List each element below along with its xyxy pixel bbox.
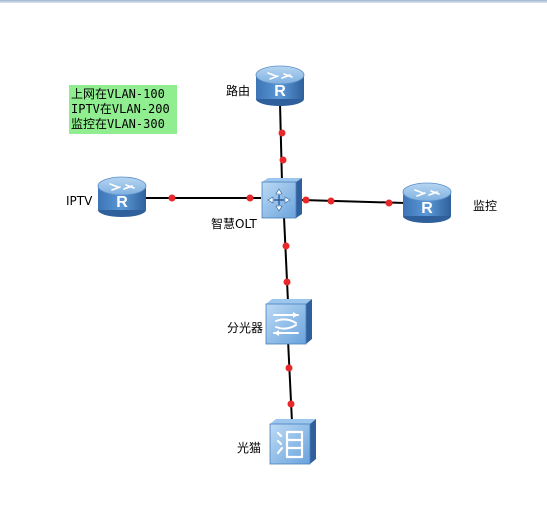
router-icon: R — [97, 176, 147, 217]
port-dot — [278, 129, 286, 137]
note-line: IPTV在VLAN-200 — [71, 102, 170, 116]
port-dot — [385, 199, 393, 207]
olt-switch[interactable] — [261, 178, 302, 219]
svg-text:R: R — [116, 194, 128, 211]
router-icon: R — [255, 65, 305, 106]
router-monitor-label: 监控 — [473, 199, 498, 213]
router-top-label: 路由 — [226, 84, 251, 98]
port-dot — [279, 156, 287, 164]
port-dot — [327, 197, 335, 205]
port-dot — [283, 278, 291, 286]
splitter[interactable] — [265, 299, 312, 345]
onu-label: 光猫 — [237, 441, 262, 455]
port-dot — [287, 400, 295, 408]
router-iptv[interactable]: R — [97, 176, 147, 217]
port-dot — [168, 194, 176, 202]
port-dot — [302, 196, 310, 204]
onu-modem[interactable] — [269, 419, 316, 465]
port-markers — [168, 129, 393, 408]
splitter-icon — [265, 299, 312, 345]
router-monitor[interactable]: R — [402, 182, 452, 223]
port-dot — [282, 242, 290, 250]
olt-label: 智慧OLT — [211, 217, 257, 231]
window-top-border — [0, 0, 547, 3]
router-top[interactable]: R — [255, 65, 305, 106]
port-dot — [246, 194, 254, 202]
router-icon: R — [402, 182, 452, 223]
switch-icon — [261, 178, 302, 219]
note-line: 上网在VLAN-100 — [71, 87, 165, 101]
links — [145, 102, 406, 423]
router-iptv-label: IPTV — [66, 194, 93, 208]
splitter-label: 分光器 — [227, 321, 264, 335]
onu-icon — [269, 419, 316, 465]
svg-text:R: R — [274, 83, 286, 100]
link-splitter-onu[interactable] — [287, 339, 293, 423]
svg-text:R: R — [421, 200, 433, 217]
port-dot — [285, 364, 293, 372]
vlan-note: 上网在VLAN-100 IPTV在VLAN-200 监控在VLAN-300 — [69, 85, 177, 134]
link-olt-splitter[interactable] — [283, 216, 289, 303]
note-line: 监控在VLAN-300 — [71, 117, 165, 131]
link-router-top-olt[interactable] — [279, 102, 283, 184]
